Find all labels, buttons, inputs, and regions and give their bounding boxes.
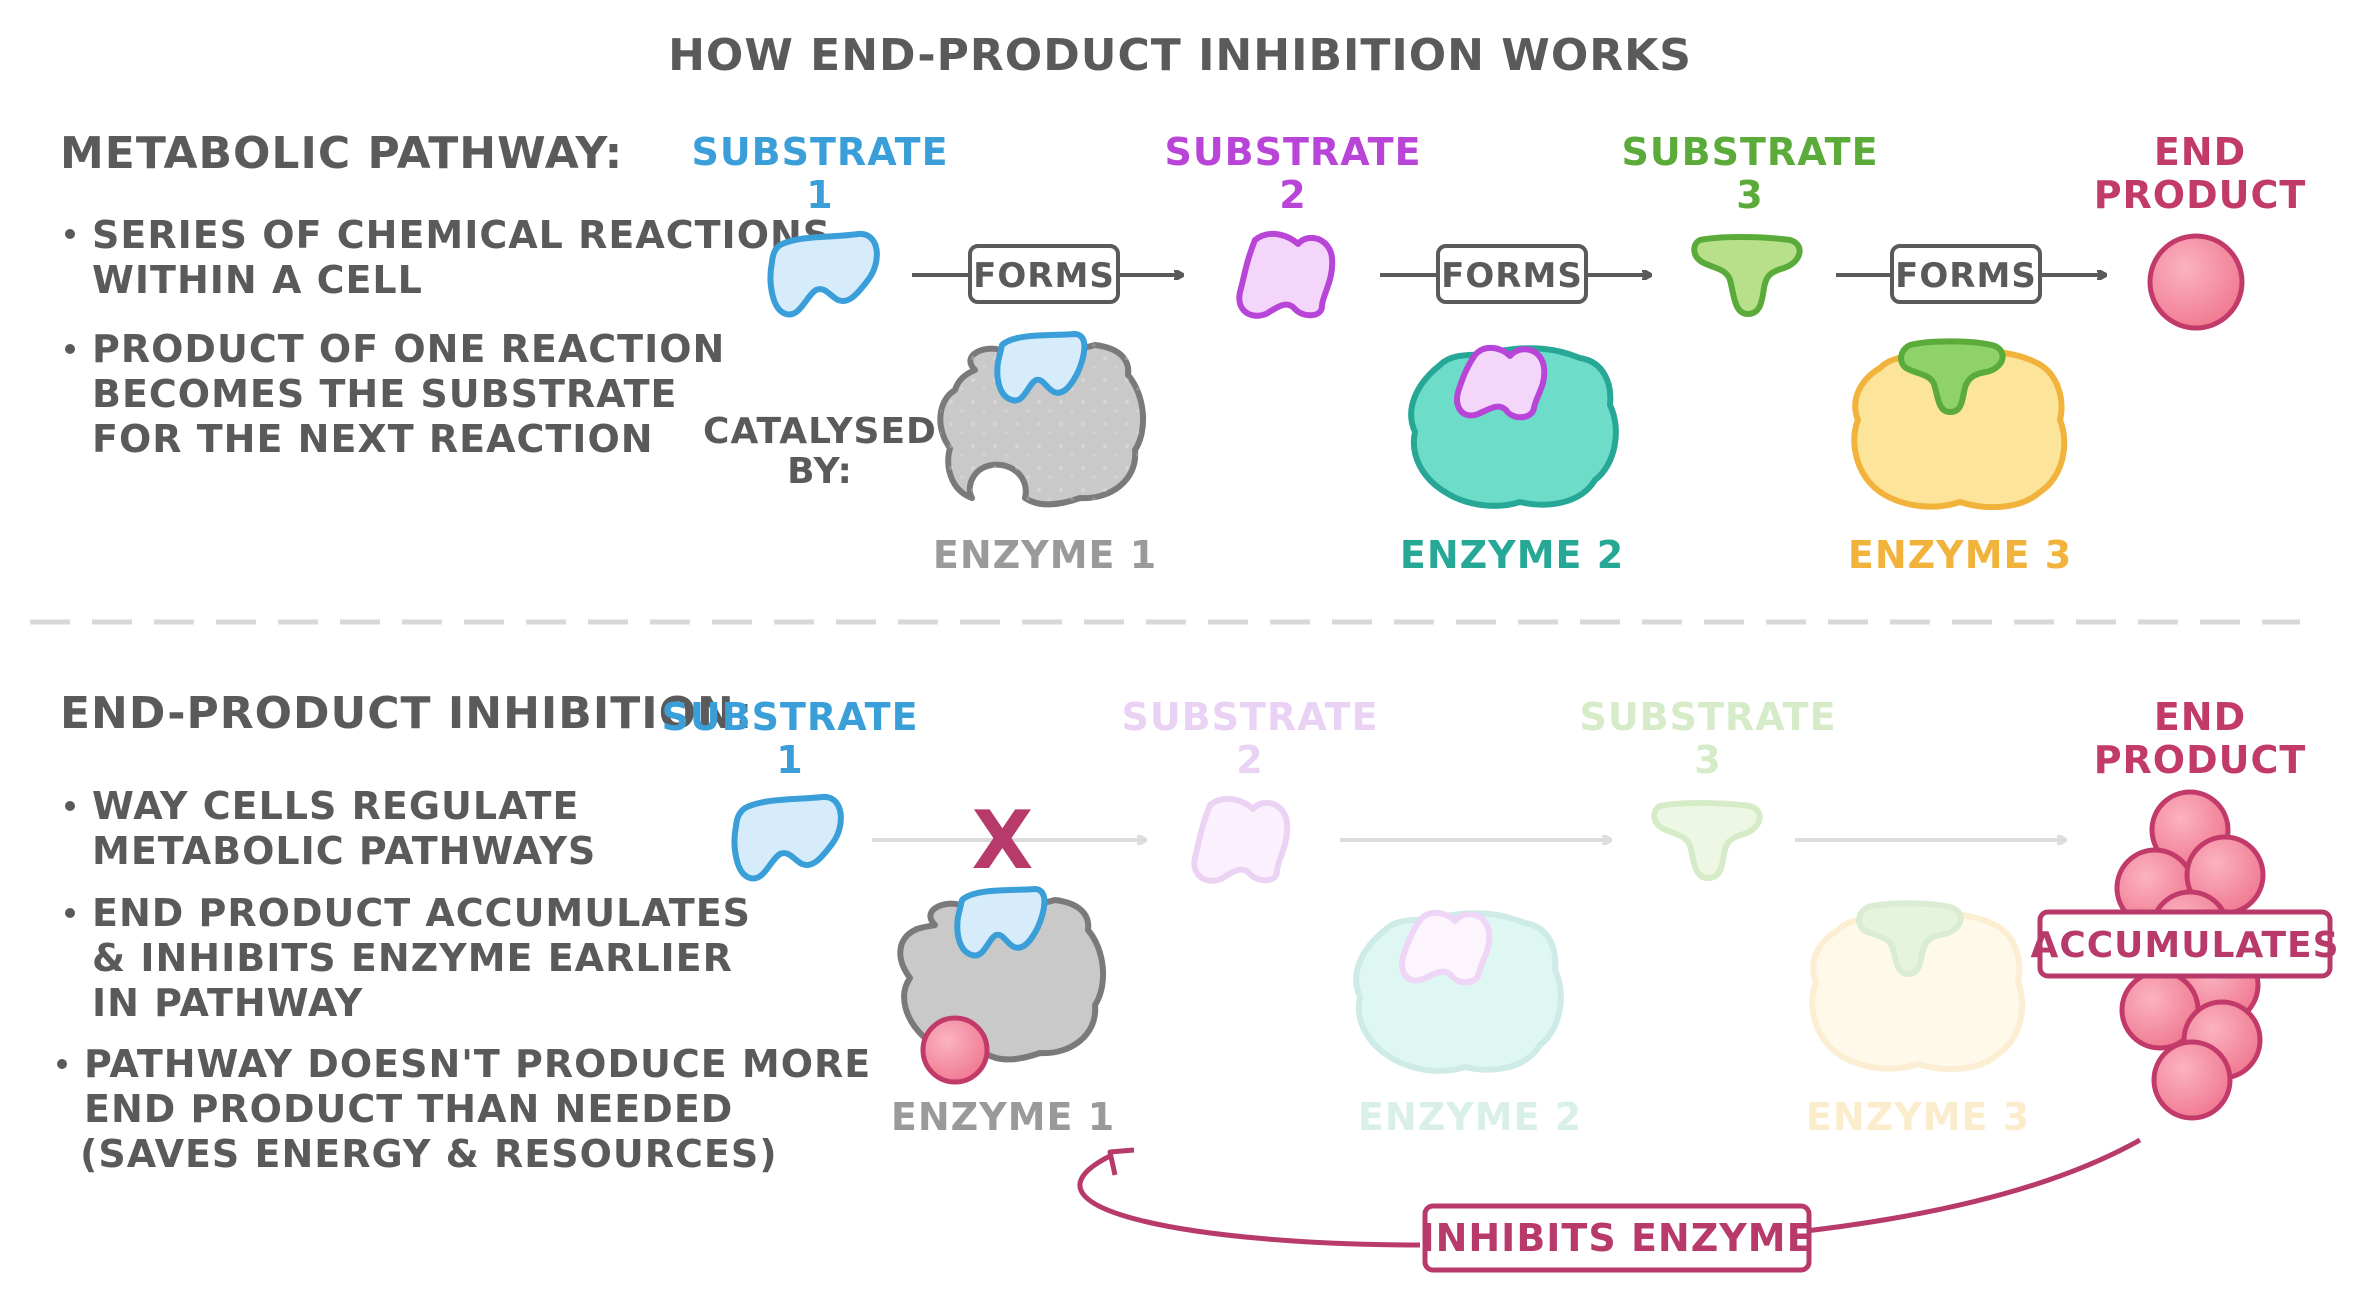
inhibits-enzyme-box <box>1422 1203 1812 1273</box>
substrate-1-label: SUBSTRATE <box>661 695 918 739</box>
end-product-label: END <box>2154 130 2246 174</box>
bottom-bullet-2: END PRODUCT ACCUMULATES & INHIBITS ENZYM… <box>65 891 751 1025</box>
inhibits-arrowhead <box>1107 1147 1135 1176</box>
substrate-3-number: 3 <box>1736 173 1763 217</box>
substrate-2-label: SUBSTRATE <box>1121 695 1378 739</box>
forms-box <box>1890 244 2042 304</box>
inhibits-arrow-curve <box>1115 1158 1415 1245</box>
substrate-2-number: 2 <box>1279 173 1306 217</box>
enzyme-3-label: ENZYME 3 <box>1848 533 2072 577</box>
substrate-1-number: 1 <box>806 173 833 217</box>
substrate-3-label: SUBSTRATE <box>1579 695 1836 739</box>
accumulates-box <box>2037 909 2333 979</box>
bullet-text: (SAVES ENERGY & RESOURCES) <box>80 1132 778 1176</box>
substrate-3-shape <box>1691 234 1803 317</box>
bullet-text: SERIES OF CHEMICAL REACTIONS <box>92 213 831 257</box>
inhibition-heading: END-PRODUCT INHIBITION: <box>60 688 753 739</box>
forms-arrow-3: FORMS <box>1836 244 2105 304</box>
bottom-bullet-3: PATHWAY DOESN'T PRODUCE MORE END PRODUCT… <box>57 1042 871 1176</box>
enzyme-3 <box>1851 338 2068 511</box>
bullet-text: & INHIBITS ENZYME EARLIER <box>92 936 733 980</box>
forms-box <box>1436 244 1588 304</box>
enzyme-2-substrate <box>1454 344 1548 421</box>
bullet-dot <box>57 1059 67 1069</box>
substrate-2-shape <box>1236 230 1336 319</box>
enzyme-2-faded <box>1353 909 1564 1074</box>
top-bullet-1: SERIES OF CHEMICAL REACTIONS WITHIN A CE… <box>65 213 831 302</box>
forms-label: FORMS <box>973 256 1115 296</box>
substrate-1-label: SUBSTRATE <box>691 130 948 174</box>
accumulates-label: ACCUMULATES <box>2030 925 2339 966</box>
metabolic-pathway-heading: METABOLIC PATHWAY: <box>60 128 623 179</box>
substrate-1-shape <box>767 231 880 318</box>
enzyme-3-substrate <box>1898 338 2006 415</box>
forms-arrow-1: FORMS <box>912 244 1182 304</box>
inhibitor-ball <box>920 1015 990 1085</box>
end-product-label: END <box>2154 695 2246 739</box>
substrate-1-number: 1 <box>776 738 803 782</box>
substrate-3-label: SUBSTRATE <box>1621 130 1878 174</box>
catalysed-by-label: CATALYSED <box>703 411 937 452</box>
forms-label: FORMS <box>1441 256 1583 296</box>
substrate-2-number: 2 <box>1236 738 1263 782</box>
catalysed-by-label-2: BY: <box>787 451 853 492</box>
substrate-3-number: 3 <box>1694 738 1721 782</box>
bullet-dot <box>65 801 75 811</box>
forms-box <box>968 244 1120 304</box>
bullet-text: BECOMES THE SUBSTRATE <box>92 372 677 416</box>
bullet-text: FOR THE NEXT REACTION <box>92 417 654 461</box>
bottom-bullet-1: WAY CELLS REGULATE METABOLIC PATHWAYS <box>65 784 596 873</box>
enzyme-2 <box>1408 344 1619 509</box>
end-product-ball <box>2147 233 2245 331</box>
end-product-ball <box>2151 1039 2233 1121</box>
enzyme-1 <box>937 331 1150 510</box>
bullet-text: METABOLIC PATHWAYS <box>92 829 596 873</box>
enzyme-1-label: ENZYME 1 <box>933 533 1157 577</box>
bullet-text: PRODUCT OF ONE REACTION <box>92 327 725 371</box>
forms-label: FORMS <box>1895 256 2037 296</box>
enzyme-1-label: ENZYME 1 <box>891 1095 1115 1139</box>
bullet-dot <box>65 229 75 239</box>
substrate-1-shape <box>731 794 844 882</box>
enzyme-3-label: ENZYME 3 <box>1806 1095 2030 1139</box>
substrate-2-label: SUBSTRATE <box>1164 130 1421 174</box>
forms-arrow-2: FORMS <box>1380 244 1650 304</box>
enzyme-1-inhibited <box>897 886 1107 1085</box>
enzyme-1-substrate <box>994 331 1088 404</box>
enzyme-1-substrate <box>954 886 1048 959</box>
bullet-dot <box>65 908 75 918</box>
end-product-label-2: PRODUCT <box>2094 738 2307 782</box>
enzyme-3-faded <box>1809 900 2026 1073</box>
enzyme-2-label: ENZYME 2 <box>1358 1095 1582 1139</box>
metabolic-pathway-section: METABOLIC PATHWAY: SERIES OF CHEMICAL RE… <box>60 128 2307 577</box>
bullet-text: WITHIN A CELL <box>92 258 423 302</box>
bullet-text: IN PATHWAY <box>92 981 363 1025</box>
inhibits-enzyme-label: INHIBITS ENZYME <box>1420 1216 1813 1260</box>
bullet-dot <box>65 344 75 354</box>
enzyme-2-label: ENZYME 2 <box>1400 533 1624 577</box>
end-product-inhibition-section: END-PRODUCT INHIBITION: WAY CELLS REGULA… <box>57 688 2339 1273</box>
bullet-text: WAY CELLS REGULATE <box>92 784 579 828</box>
top-bullet-2: PRODUCT OF ONE REACTION BECOMES THE SUBS… <box>65 327 725 461</box>
blocked-x-mark: X <box>972 794 1035 887</box>
end-product-label-2: PRODUCT <box>2094 173 2307 217</box>
substrate-2-faded <box>1191 795 1291 884</box>
substrate-3-faded <box>1651 800 1763 881</box>
bullet-text: END PRODUCT THAN NEEDED <box>84 1087 733 1131</box>
bullet-text: PATHWAY DOESN'T PRODUCE MORE <box>84 1042 871 1086</box>
page-title: HOW END-PRODUCT INHIBITION WORKS <box>668 30 1692 81</box>
bullet-text: END PRODUCT ACCUMULATES <box>92 891 751 935</box>
